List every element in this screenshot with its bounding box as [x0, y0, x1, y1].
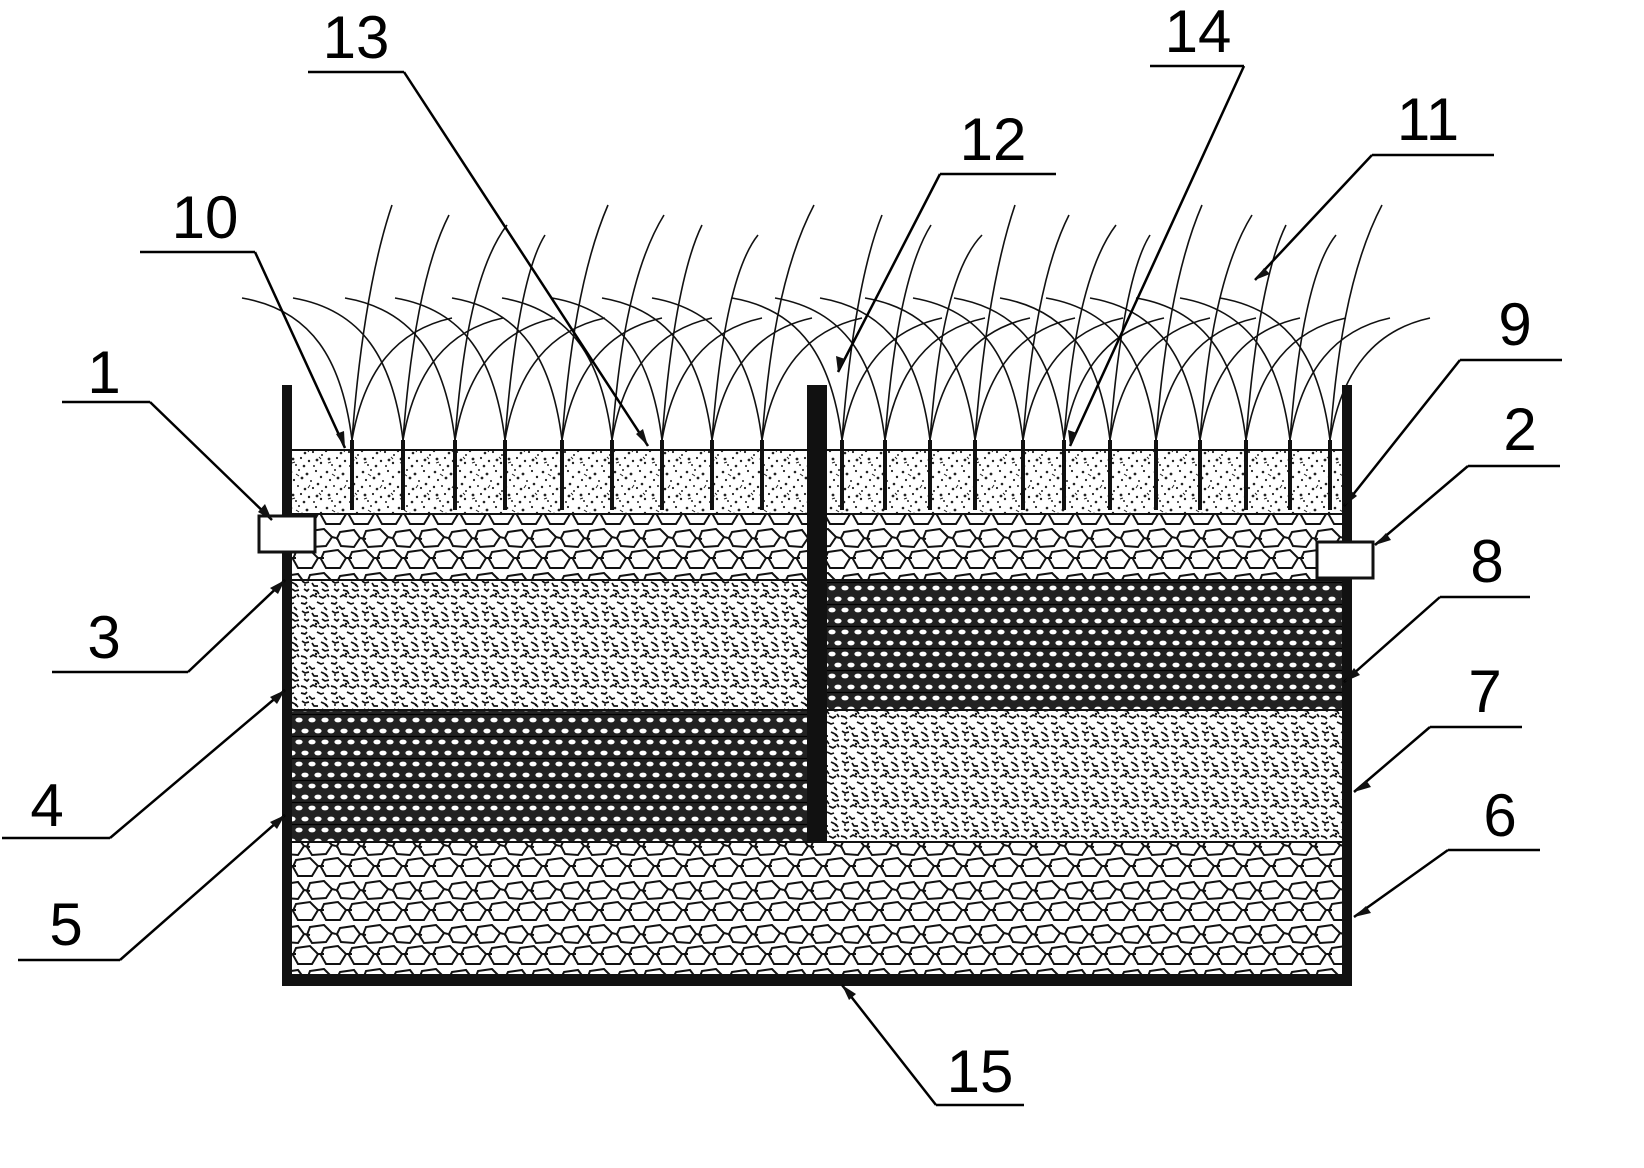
inlet-pipe: [257, 514, 317, 554]
plant-blade: [402, 214, 450, 441]
plant-blade: [1155, 204, 1203, 441]
plant-blade: [761, 317, 863, 441]
plant-blade: [929, 317, 1031, 441]
callout-label-9: 9: [1498, 291, 1531, 358]
right-wall: [1342, 385, 1352, 985]
plant-blade: [819, 297, 931, 441]
plant-blade: [454, 224, 508, 441]
plant-blade: [292, 297, 404, 441]
tank-walls: [282, 385, 1352, 986]
plant-blade: [1245, 317, 1347, 441]
plant-blade: [774, 297, 886, 441]
plant-blade: [504, 234, 546, 441]
substrate-layers: [292, 449, 1342, 974]
plant-blade: [1289, 234, 1337, 441]
plant-blade: [711, 234, 759, 441]
plant-blade: [1135, 297, 1247, 441]
callout-label-4: 4: [30, 772, 63, 839]
callouts: 1 3 4 5 10 13 12 14 11 9: [2, 0, 1562, 1107]
callout-label-13: 13: [323, 4, 390, 71]
callout-label-8: 8: [1470, 528, 1503, 595]
plant-blade: [1329, 204, 1383, 441]
plant-blade: [912, 297, 1024, 441]
callout-label-1: 1: [87, 339, 120, 406]
plant-blade: [953, 297, 1065, 441]
plant-blade: [451, 297, 563, 441]
plant-blade: [561, 204, 609, 441]
plant-blade: [884, 224, 932, 441]
plant-blade: [601, 297, 713, 441]
plant-blade: [1063, 224, 1117, 441]
plant-blade: [731, 297, 843, 441]
right-dense-substrate-layer: [827, 580, 1342, 710]
callout-label-2: 2: [1503, 396, 1536, 463]
plant-blade: [864, 297, 976, 441]
right-mixed-substrate-layer: [827, 710, 1342, 842]
left-mixed-substrate-layer: [292, 580, 807, 710]
plant-blade: [1219, 297, 1331, 441]
plant-blade: [1109, 317, 1211, 441]
left-dense-substrate-layer: [292, 710, 807, 842]
plant-blade: [651, 297, 763, 441]
plant-blade: [402, 317, 504, 441]
plant-blade: [241, 297, 353, 441]
plant-blade: [761, 204, 815, 441]
plant-blade: [351, 204, 393, 441]
plant-blade: [611, 317, 713, 441]
plant-blade: [1022, 214, 1070, 441]
callout-label-6: 6: [1483, 782, 1516, 849]
leader-arrowheads: [258, 268, 1391, 1000]
callout-label-12: 12: [960, 106, 1027, 173]
plant-blade: [1329, 317, 1431, 441]
bottom-wall: [282, 974, 1352, 986]
plant-blade: [351, 317, 453, 441]
plant-blade: [1179, 297, 1291, 441]
plant-blade: [1289, 317, 1391, 441]
callout-label-14: 14: [1165, 0, 1232, 65]
plant-blade: [711, 317, 813, 441]
plant-blade: [501, 297, 613, 441]
plant-blade: [344, 297, 456, 441]
plant-blade: [1245, 224, 1287, 441]
plant-blade: [1199, 317, 1301, 441]
plant-blade: [974, 204, 1016, 441]
plant-blade: [454, 317, 556, 441]
plant-blade: [1063, 317, 1165, 441]
plant-blade: [551, 297, 663, 441]
plant-blade: [974, 317, 1076, 441]
left-wall: [282, 385, 292, 985]
plant-blade: [611, 214, 665, 441]
callout-label-5: 5: [49, 891, 82, 958]
plant-blade: [999, 297, 1111, 441]
plant-blade: [884, 317, 986, 441]
callout-label-3: 3: [87, 604, 120, 671]
plant-blade: [1089, 297, 1201, 441]
plant-blade: [561, 317, 663, 441]
outlet-pipe: [1315, 540, 1375, 580]
plant-blade: [661, 317, 763, 441]
wetland-plants: [241, 204, 1431, 510]
callout-label-10: 10: [172, 184, 239, 251]
callout-label-15: 15: [947, 1038, 1014, 1105]
plant-blade: [1109, 234, 1151, 441]
callout-label-11: 11: [1397, 86, 1459, 153]
plant-blade: [661, 224, 703, 441]
plant-blade: [1155, 317, 1257, 441]
plant-blade: [841, 214, 883, 441]
plant-blade: [1199, 214, 1253, 441]
plant-blade: [1045, 297, 1157, 441]
plant-blade: [394, 297, 506, 441]
bottom-gravel-layer: [292, 842, 1342, 974]
plant-blade: [929, 234, 983, 441]
plant-blade: [504, 317, 606, 441]
callout-label-7: 7: [1468, 658, 1501, 725]
center-partition-wall: [807, 385, 827, 842]
